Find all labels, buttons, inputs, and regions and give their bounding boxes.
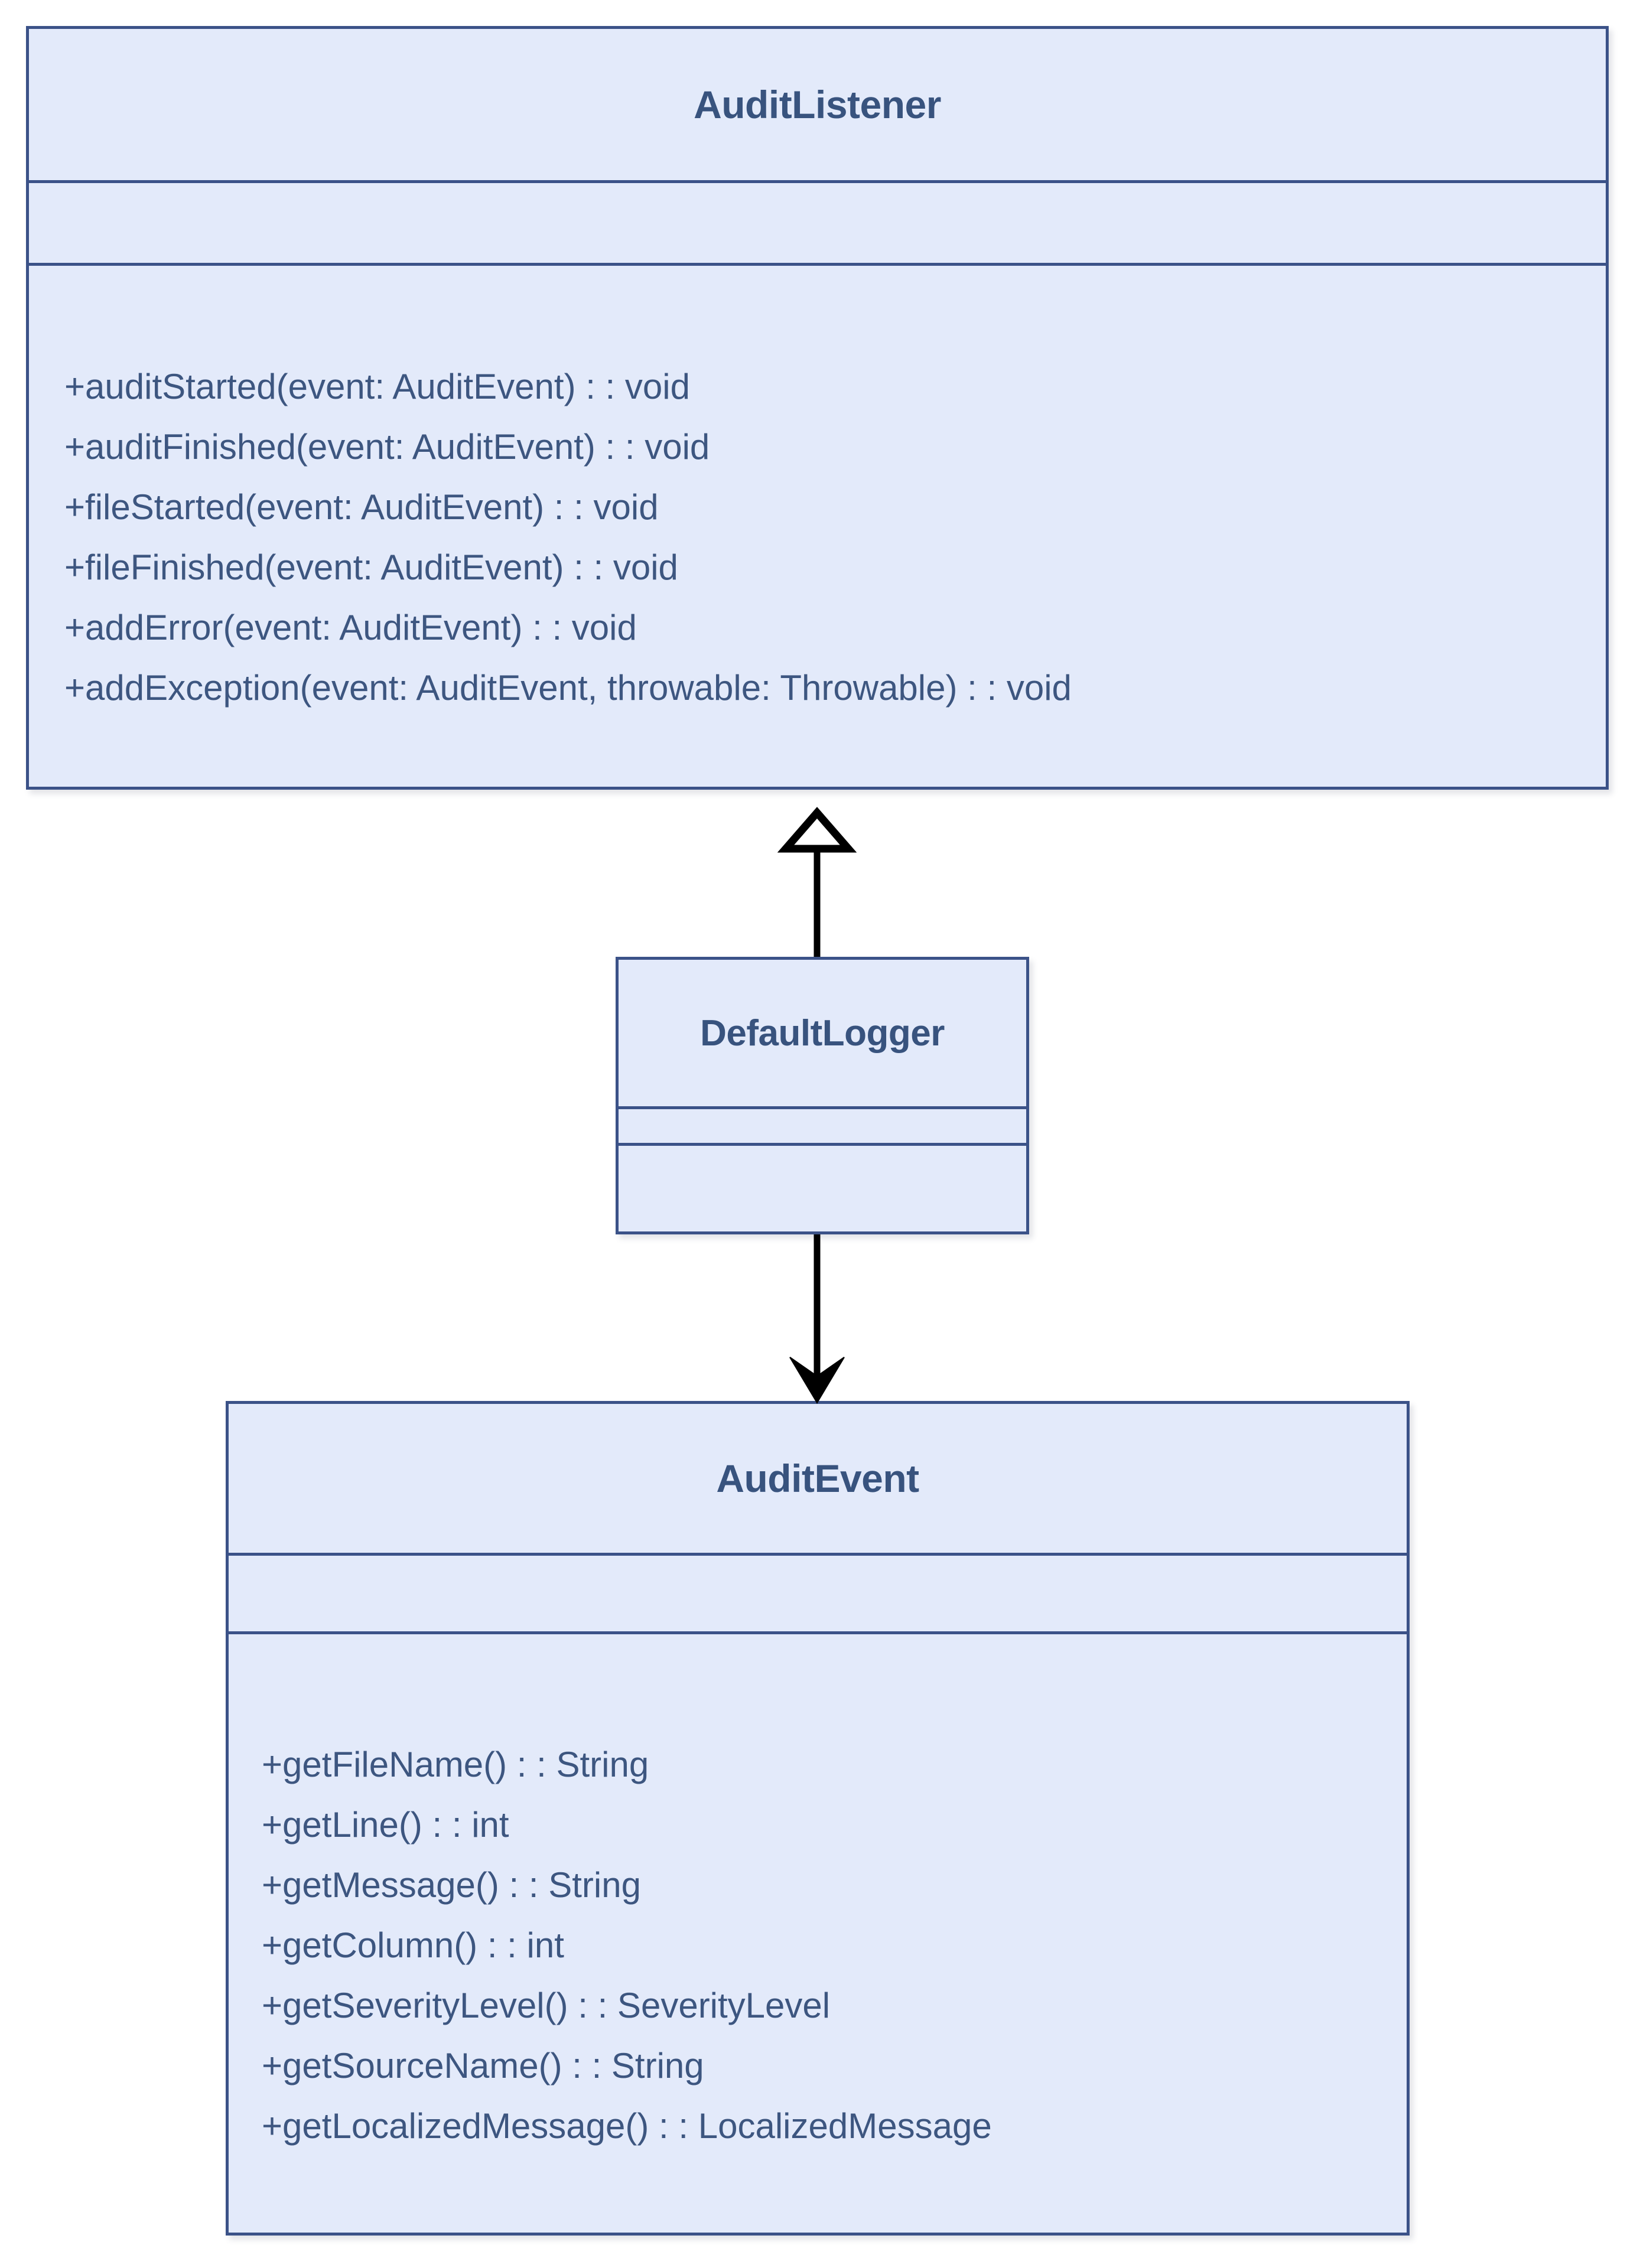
- class-method-item: +getSeverityLevel() : : SeverityLevel: [262, 1985, 831, 2025]
- class-methods-compartment-defaultlogger: [619, 1143, 1026, 1231]
- class-attributes-compartment-defaultlogger: [619, 1106, 1026, 1143]
- class-title-compartment-auditevent: AuditEvent: [229, 1404, 1407, 1553]
- dependency-arrow-defaultlogger-to-auditevent: [789, 1234, 845, 1404]
- class-method-item: +getColumn() : : int: [262, 1925, 564, 1965]
- uml-class-auditevent[interactable]: AuditEvent +getFileName() : : String +ge…: [226, 1401, 1410, 2236]
- class-name-auditevent: AuditEvent: [716, 1456, 919, 1500]
- class-method-item: +getSourceName() : : String: [262, 2045, 704, 2085]
- class-attributes-compartment-auditevent: [229, 1553, 1407, 1631]
- hollow-triangle-arrowhead-icon: [777, 807, 857, 853]
- class-method-item: +auditFinished(event: AuditEvent) : : vo…: [64, 427, 710, 467]
- generalization-arrow-defaultlogger-to-auditlistener: [777, 807, 857, 957]
- class-methods-compartment-auditevent: +getFileName() : : String +getLine() : :…: [229, 1631, 1407, 2233]
- class-method-item: +getMessage() : : String: [262, 1865, 641, 1905]
- class-method-item: +addError(event: AuditEvent) : : void: [64, 608, 637, 647]
- class-title-compartment-auditlistener: AuditListener: [29, 29, 1606, 180]
- class-method-item: +fileFinished(event: AuditEvent) : : voi…: [64, 548, 678, 587]
- class-attributes-compartment-auditlistener: [29, 180, 1606, 263]
- class-title-compartment-defaultlogger: DefaultLogger: [619, 960, 1026, 1106]
- class-name-defaultlogger: DefaultLogger: [700, 1012, 945, 1054]
- class-method-item: +getLocalizedMessage() : : LocalizedMess…: [262, 2106, 992, 2146]
- class-method-item: +fileStarted(event: AuditEvent) : : void: [64, 487, 659, 527]
- class-name-auditlistener: AuditListener: [694, 83, 941, 126]
- solid-arrowhead-icon: [789, 1357, 845, 1404]
- class-methods-compartment-auditlistener: +auditStarted(event: AuditEvent) : : voi…: [29, 263, 1606, 787]
- class-method-item: +getLine() : : int: [262, 1804, 509, 1845]
- class-method-item: +addException(event: AuditEvent, throwab…: [64, 668, 1072, 708]
- uml-class-auditlistener[interactable]: AuditListener +auditStarted(event: Audit…: [26, 26, 1609, 790]
- class-method-item: +auditStarted(event: AuditEvent) : : voi…: [64, 367, 690, 406]
- uml-class-defaultlogger[interactable]: DefaultLogger: [616, 957, 1029, 1234]
- class-method-item: +getFileName() : : String: [262, 1744, 649, 1784]
